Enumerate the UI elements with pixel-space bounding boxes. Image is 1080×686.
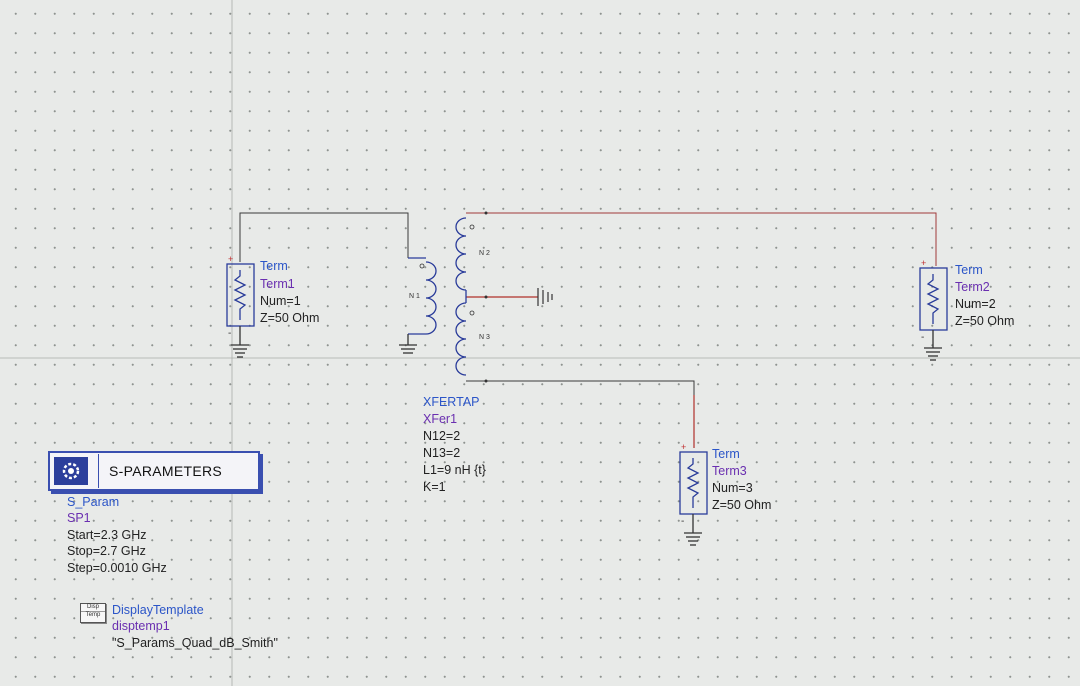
term3-type: Term (712, 447, 740, 461)
display-template-icon[interactable]: Disp Temp (80, 603, 106, 623)
svg-text:+: + (681, 442, 686, 452)
wire-xfer-term3 (466, 380, 695, 448)
svg-text:-: - (681, 516, 684, 527)
term2-type: Term (955, 263, 983, 277)
disp-icon-line1: Disp (86, 604, 99, 610)
xfer-param-k: K=1 (423, 480, 446, 494)
disp-icon-line2: Temp (81, 611, 105, 619)
disptemp-name: disptemp1 (112, 619, 170, 633)
wire-xfer-term2 (466, 212, 937, 266)
term2-num: Num=2 (955, 297, 996, 311)
svg-text:+: + (228, 254, 233, 264)
term3-z: Z=50 Ohm (712, 498, 772, 512)
term2-z: Z=50 Ohm (955, 314, 1015, 328)
term1-z: Z=50 Ohm (260, 311, 320, 325)
n2-n3-winding (455, 217, 467, 376)
n1-winding (399, 257, 437, 354)
svg-text:-: - (921, 332, 924, 343)
sparam-stop: Stop=2.7 GHz (67, 544, 146, 558)
term3-name: Term3 (712, 464, 747, 478)
term1-name: Term1 (260, 277, 295, 291)
term3-num: Num=3 (712, 481, 753, 495)
term1-symbol (226, 263, 255, 358)
sparam-start: Start=2.3 GHz (67, 528, 147, 542)
sparam-step: Step=0.0010 GHz (67, 561, 167, 575)
xfer-param-n13: N13=2 (423, 446, 461, 460)
svg-text:+: + (921, 258, 926, 268)
sparam-name: SP1 (67, 511, 91, 525)
xfer-name: XFer1 (423, 412, 458, 426)
disptemp-type: DisplayTemplate (112, 603, 204, 617)
sparameters-gear-icon (54, 457, 88, 485)
term1-num: Num=1 (260, 294, 301, 308)
xfer-type: XFERTAP (423, 395, 480, 409)
wire-term1-n1 (239, 212, 409, 262)
sparam-type: S_Param (67, 495, 120, 509)
xfer-param-n12: N12=2 (423, 429, 461, 443)
sparameters-controller[interactable]: S-PARAMETERS (48, 451, 260, 491)
term3-symbol (679, 451, 708, 546)
term1-type: Term (260, 259, 288, 273)
disptemp-value: "S_Params_Quad_dB_Smith" (112, 636, 278, 650)
n2-label: N 2 (479, 250, 490, 257)
term2-name: Term2 (955, 280, 990, 294)
term2-symbol (919, 267, 948, 361)
xfer-param-l1: L1=9 nH {t} (423, 463, 486, 477)
sparameters-title: S-PARAMETERS (98, 454, 222, 488)
n1-label: N 1 (409, 293, 420, 300)
centertap-ground (537, 288, 553, 306)
svg-text:-: - (228, 328, 231, 339)
n3-label: N 3 (479, 334, 490, 341)
